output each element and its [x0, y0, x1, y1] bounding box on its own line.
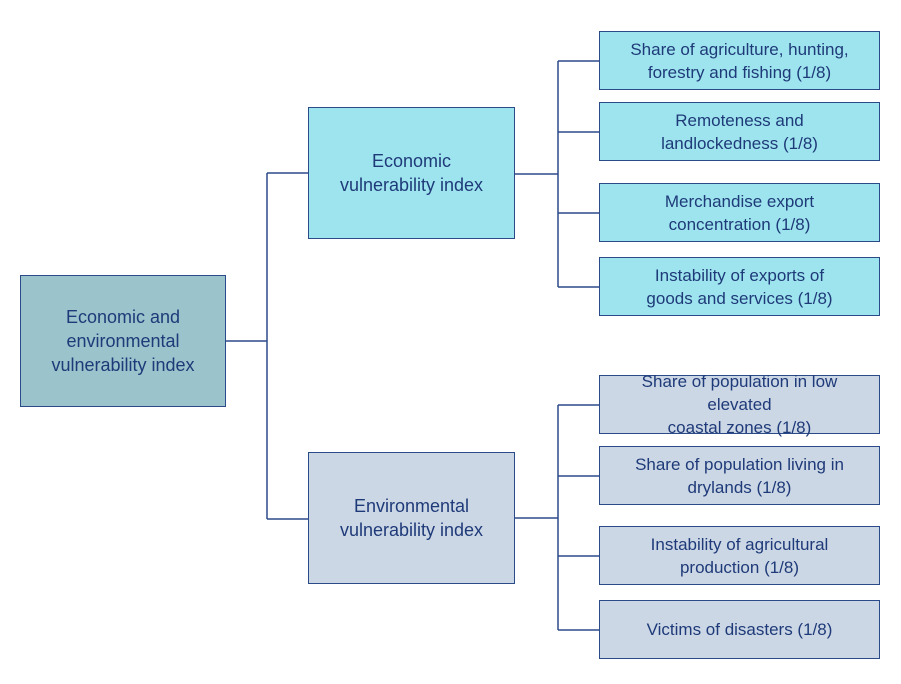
component-label-line: forestry and fishing (1/8)	[647, 62, 832, 82]
component-label-line: landlockedness (1/8)	[661, 133, 818, 153]
component-label-line: goods and services (1/8)	[646, 288, 833, 308]
root-label-line: Economic and	[65, 307, 181, 327]
component-label: Victims of disasters (1/8)	[647, 618, 833, 641]
component-label: Share of population in low elevated coas…	[608, 370, 871, 439]
environmental-label-line: vulnerability index	[339, 520, 484, 540]
economic-component-export-instability: Instability of exports of goods and serv…	[599, 257, 880, 316]
environmental-label-line: Environmental	[353, 496, 470, 516]
component-label-line: Share of population living in	[635, 454, 844, 474]
component-label-line: production (1/8)	[679, 557, 800, 577]
component-label: Remoteness and landlockedness (1/8)	[661, 109, 818, 155]
component-label: Share of agriculture, hunting, forestry …	[630, 38, 848, 84]
component-label: Share of population living in drylands (…	[635, 453, 844, 499]
economic-index-label: Economic vulnerability index	[340, 149, 483, 197]
root-label-line: environmental	[66, 331, 180, 351]
root-node-label: Economic and environmental vulnerability…	[51, 305, 194, 377]
environmental-component-low-coastal-zones: Share of population in low elevated coas…	[599, 372, 880, 437]
component-label-line: Instability of exports of	[654, 265, 825, 285]
economic-component-export-concentration: Merchandise export concentration (1/8)	[599, 183, 880, 242]
economic-component-remoteness: Remoteness and landlockedness (1/8)	[599, 102, 880, 161]
component-label-line: Instability of agricultural	[650, 534, 829, 554]
component-label-line: coastal zones (1/8)	[667, 418, 812, 437]
environmental-index-node: Environmental vulnerability index	[308, 452, 515, 584]
environmental-component-disaster-victims: Victims of disasters (1/8)	[599, 600, 880, 659]
component-label-line: Share of agriculture, hunting,	[630, 39, 849, 59]
component-label-line: Victims of disasters (1/8)	[646, 620, 833, 639]
component-label-line: Merchandise export	[664, 191, 815, 211]
economic-label-line: vulnerability index	[339, 175, 484, 195]
component-label-line: Share of population in low elevated	[641, 372, 838, 414]
component-label-line: drylands (1/8)	[687, 477, 792, 497]
component-label: Instability of exports of goods and serv…	[646, 264, 832, 310]
environmental-index-label: Environmental vulnerability index	[340, 494, 483, 542]
root-node-evi: Economic and environmental vulnerability…	[20, 275, 226, 407]
component-label-line: concentration (1/8)	[668, 214, 811, 234]
environmental-component-drylands: Share of population living in drylands (…	[599, 446, 880, 505]
economic-label-line: Economic	[371, 151, 451, 171]
component-label: Instability of agricultural production (…	[651, 533, 829, 579]
economic-component-agriculture-share: Share of agriculture, hunting, forestry …	[599, 31, 880, 90]
environmental-component-agricultural-instability: Instability of agricultural production (…	[599, 526, 880, 585]
root-label-line: vulnerability index	[51, 355, 195, 375]
component-label: Merchandise export concentration (1/8)	[665, 190, 814, 236]
component-label-line: Remoteness and	[675, 110, 804, 130]
economic-index-node: Economic vulnerability index	[308, 107, 515, 239]
